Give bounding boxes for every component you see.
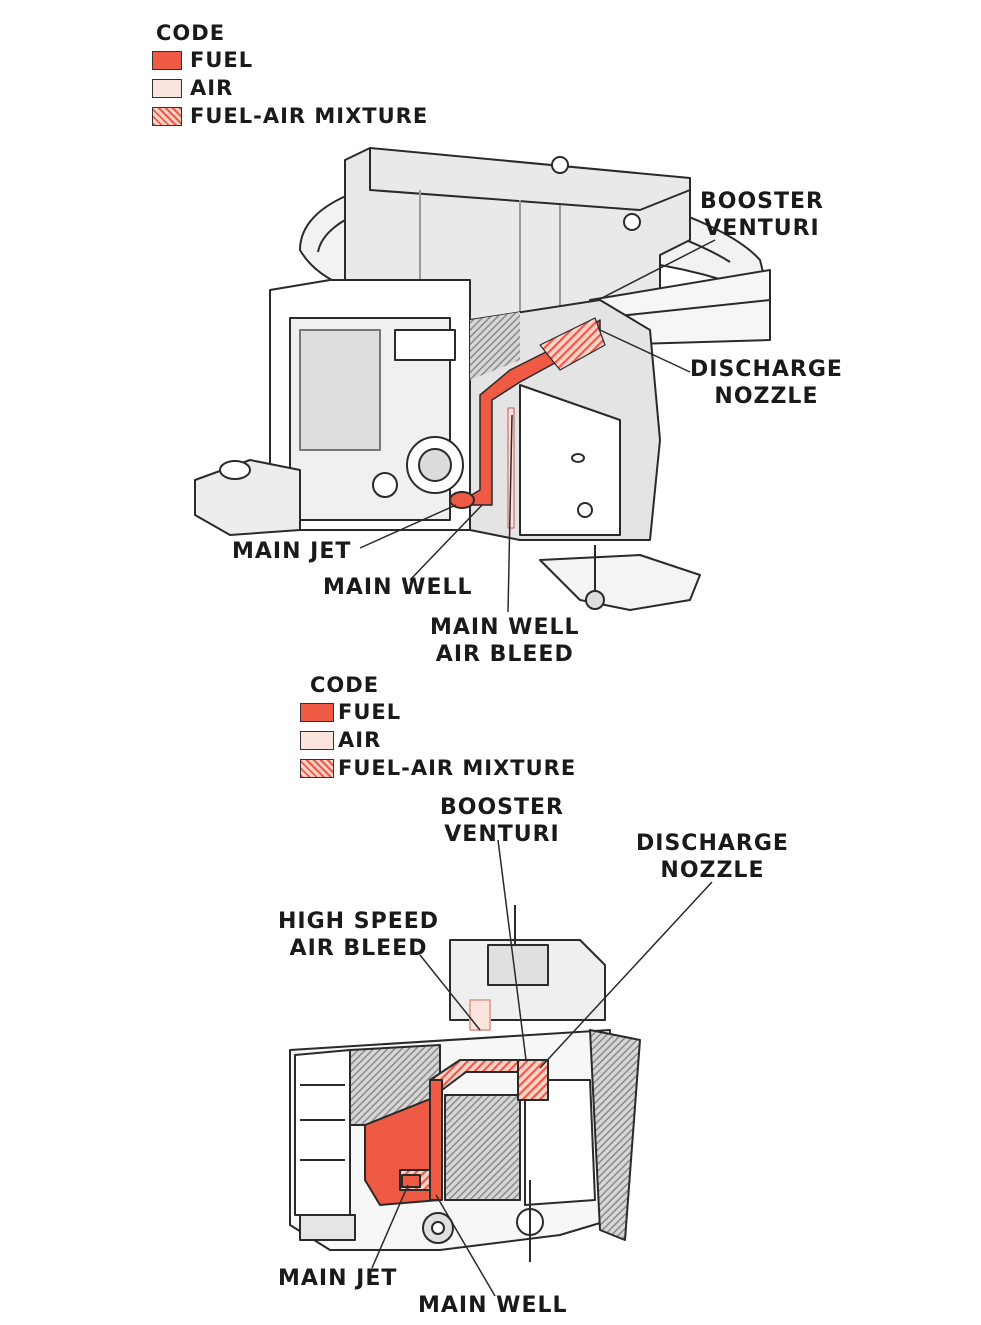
- top-main-well-label: MAIN WELL: [323, 575, 473, 600]
- top-booster-venturi-label: BOOSTER VENTURI: [700, 188, 824, 242]
- mixture-swatch: [152, 106, 182, 126]
- legend-label: FUEL: [338, 700, 402, 724]
- air-swatch: [152, 78, 182, 98]
- label-line: NOZZLE: [714, 384, 819, 409]
- fuel-swatch: [152, 50, 182, 70]
- label-line: DISCHARGE: [690, 357, 843, 382]
- label-line: AIR BLEED: [435, 642, 574, 667]
- label-line: BOOSTER: [440, 795, 564, 820]
- fuel-swatch: [300, 702, 334, 722]
- legend-label: AIR: [190, 76, 234, 100]
- legend-bottom: CODE FUEL AIR FUEL-AIR MIXTURE: [300, 672, 576, 782]
- legend-title: CODE: [310, 673, 380, 697]
- legend-title: CODE: [156, 21, 226, 45]
- label-line: VENTURI: [704, 216, 820, 241]
- legend-label: AIR: [338, 728, 382, 752]
- label-line: DISCHARGE: [636, 831, 789, 856]
- legend-label: FUEL-AIR MIXTURE: [338, 756, 577, 780]
- legend-item-fuel: FUEL: [152, 46, 428, 74]
- label-line: VENTURI: [444, 822, 560, 847]
- legend-item-air: AIR: [152, 74, 428, 102]
- legend-label: FUEL-AIR MIXTURE: [190, 104, 429, 128]
- air-swatch: [300, 730, 334, 750]
- label-line: AIR BLEED: [289, 936, 428, 961]
- bottom-leader-lines: [371, 839, 713, 1297]
- legend-top: CODE FUEL AIR FUEL-AIR MIXTURE: [152, 20, 428, 130]
- top-main-jet-label: MAIN JET: [232, 539, 352, 564]
- top-main-well-air-bleed-label: MAIN WELL AIR BLEED: [430, 614, 580, 668]
- bottom-carburetor-drawing: [289, 905, 641, 1262]
- legend-item-mixture: FUEL-AIR MIXTURE: [300, 754, 576, 782]
- bottom-main-well-label: MAIN WELL: [418, 1293, 568, 1318]
- legend-label: FUEL: [190, 48, 254, 72]
- legend-item-mixture: FUEL-AIR MIXTURE: [152, 102, 428, 130]
- label-line: NOZZLE: [660, 858, 765, 883]
- legend-item-air: AIR: [300, 726, 576, 754]
- bottom-high-speed-air-bleed-label: HIGH SPEED AIR BLEED: [278, 908, 439, 962]
- legend-item-fuel: FUEL: [300, 698, 576, 726]
- label-line: HIGH SPEED: [278, 909, 440, 934]
- top-leader-lines: [359, 239, 716, 613]
- top-discharge-nozzle-label: DISCHARGE NOZZLE: [690, 356, 843, 410]
- top-carburetor-drawing: [194, 147, 771, 611]
- label-line: MAIN WELL: [430, 615, 580, 640]
- bottom-booster-venturi-label: BOOSTER VENTURI: [440, 794, 564, 848]
- label-line: BOOSTER: [700, 189, 824, 214]
- bottom-discharge-nozzle-label: DISCHARGE NOZZLE: [636, 830, 789, 884]
- mixture-swatch: [300, 758, 334, 778]
- bottom-main-jet-label: MAIN JET: [278, 1266, 398, 1291]
